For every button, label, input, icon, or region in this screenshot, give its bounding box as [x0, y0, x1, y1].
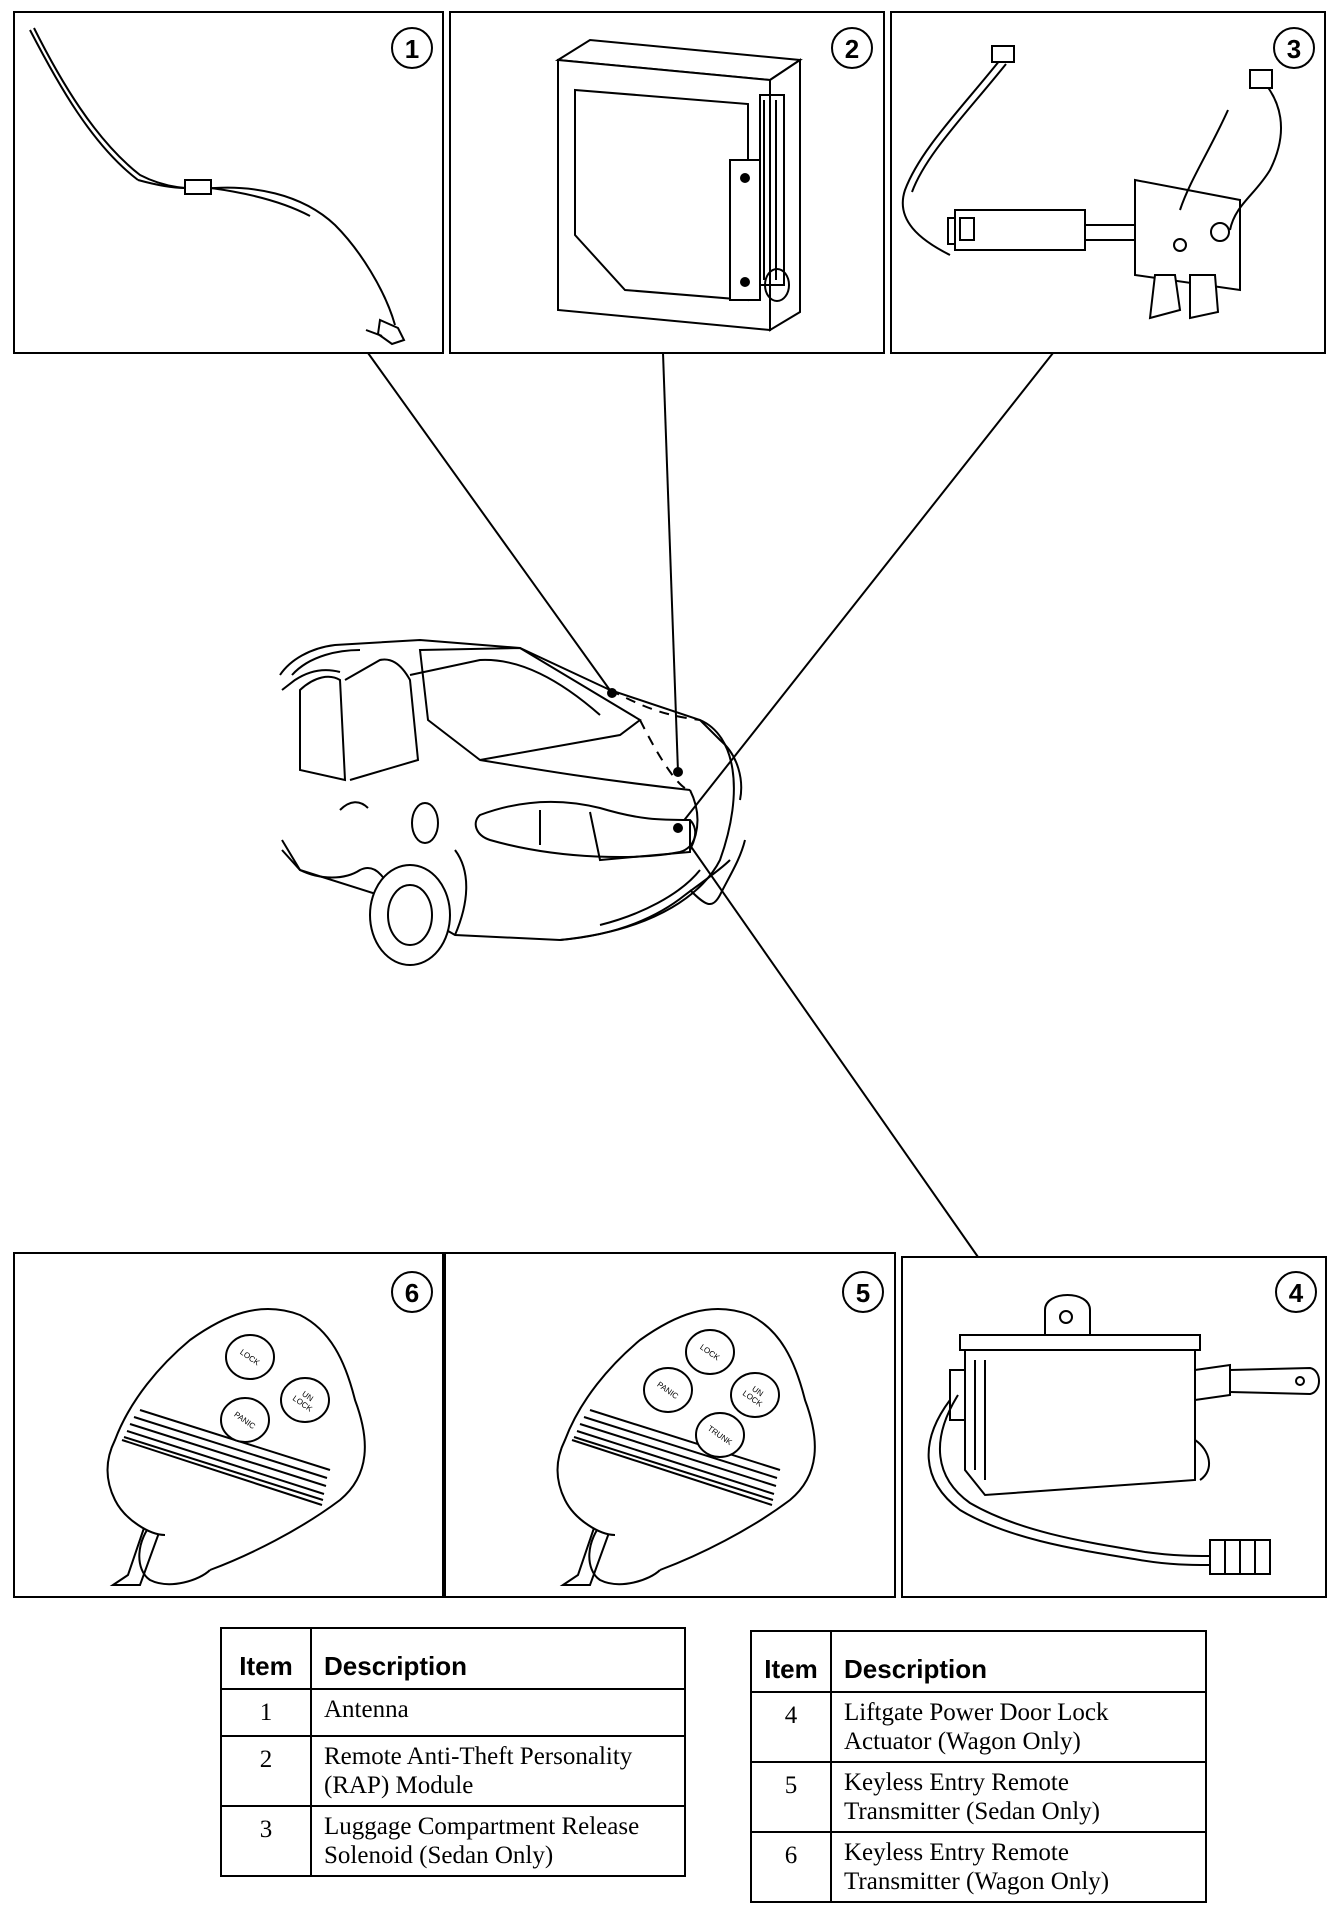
table-header-row: Item Description [220, 1627, 686, 1690]
row-description-line-2: Transmitter (Wagon Only) [844, 1868, 1110, 1895]
callout-label-1: 1 [405, 34, 419, 64]
wagon-fob-lock-button [225, 1334, 275, 1380]
release-solenoid-illustration [901, 45, 1282, 320]
row-item-number: 1 [220, 1688, 312, 1737]
row-description-line-1: Keyless Entry Remote [844, 1839, 1069, 1866]
row-description-line-1: Antenna [324, 1696, 409, 1723]
antenna-illustration [29, 27, 406, 346]
row-description-line-1: Remote Anti-Theft Personality [324, 1743, 633, 1770]
callout-circle-5 [842, 1271, 884, 1313]
sedan-fob-panic-button [643, 1367, 693, 1413]
panel-4-liftgate-actuator [901, 1256, 1327, 1598]
sedan-vehicle-illustration [279, 638, 746, 966]
liftgate-actuator-illustration [927, 1294, 1320, 1575]
header-description: Description [310, 1627, 686, 1690]
row-item-number: 4 [750, 1691, 832, 1763]
row-description-line-2: (RAP) Module [324, 1772, 474, 1799]
panel-5-sedan-transmitter [444, 1252, 896, 1598]
callout-label-6: 6 [405, 1278, 419, 1308]
rap-module-illustration [554, 38, 803, 332]
item-description-table-left: Item Description 1 Antenna 2 Remote Anti… [220, 1627, 686, 1877]
row-description-line-2: Solenoid (Sedan Only) [324, 1842, 554, 1869]
leader-line-2 [662, 352, 679, 773]
leader-line-3 [677, 352, 1054, 829]
callout-label-4: 4 [1289, 1278, 1304, 1308]
wagon-fob-panic-button [220, 1397, 270, 1443]
row-description: Antenna [310, 1688, 686, 1737]
panel-3-release-solenoid [890, 11, 1326, 354]
row-description: Remote Anti-Theft Personality(RAP) Modul… [310, 1735, 686, 1807]
row-item-number: 3 [220, 1805, 312, 1877]
panel-2-rap-module [449, 11, 885, 354]
callout-circle-4 [1275, 1271, 1317, 1313]
header-description: Description [830, 1630, 1207, 1693]
row-description-line-1: Luggage Compartment Release [324, 1813, 640, 1840]
table-header-row: Item Description [750, 1630, 1207, 1693]
row-item-number: 5 [750, 1761, 832, 1833]
panel-6-wagon-transmitter [13, 1252, 444, 1598]
callout-circle-3 [1273, 27, 1315, 69]
callout-label-3: 3 [1287, 34, 1301, 64]
panel-1-antenna [13, 11, 444, 354]
callout-circle-1 [391, 27, 433, 69]
item-description-table-right: Item Description 4 Liftgate Power Door L… [750, 1630, 1207, 1903]
callout-circle-6 [391, 1271, 433, 1313]
row-item-number: 6 [750, 1831, 832, 1903]
row-description-line-2: Actuator (Wagon Only) [844, 1728, 1081, 1755]
header-item: Item [220, 1627, 312, 1690]
table-row: 1 Antenna [220, 1688, 686, 1737]
table-row: 2 Remote Anti-Theft Personality(RAP) Mod… [220, 1735, 686, 1807]
callout-label-2: 2 [845, 34, 859, 64]
leader-line-1 [367, 352, 613, 694]
sedan-fob-trunk-button [695, 1412, 745, 1458]
sedan-fob-unlock-button [730, 1372, 780, 1418]
row-description-line-1: Liftgate Power Door Lock [844, 1699, 1109, 1726]
callout-circle-2 [831, 27, 873, 69]
callout-label-5: 5 [856, 1278, 870, 1308]
sedan-transmitter-illustration [556, 1308, 816, 1586]
leader-line-4 [677, 827, 979, 1258]
wagon-fob-unlock-button [280, 1377, 330, 1423]
row-item-number: 2 [220, 1735, 312, 1807]
row-description-line-2: Transmitter (Sedan Only) [844, 1798, 1100, 1825]
wagon-transmitter-illustration [106, 1308, 366, 1586]
row-description-line-1: Keyless Entry Remote [844, 1769, 1069, 1796]
header-item: Item [750, 1630, 832, 1693]
sedan-fob-lock-button [685, 1329, 735, 1375]
